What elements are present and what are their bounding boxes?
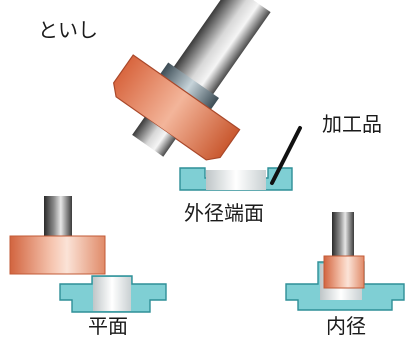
angled-grinding-wheel xyxy=(113,54,241,161)
label-outer-end-face: 外径端面 xyxy=(184,201,264,225)
label-workpiece: 加工品 xyxy=(322,112,382,136)
wheel-arbor-tip xyxy=(132,116,176,157)
flat-spindle xyxy=(44,196,72,236)
inner-spindle xyxy=(332,212,354,260)
flat-workpiece-bore xyxy=(93,277,131,311)
workpiece-leader-line xyxy=(270,126,302,185)
angled-grinding-assembly xyxy=(113,0,271,161)
wheel-flange xyxy=(160,62,219,110)
label-inner-diameter: 内径 xyxy=(326,314,366,338)
inner-grinding-setup xyxy=(285,212,405,311)
outer-end-face-workpiece xyxy=(179,167,293,191)
flat-grinding-wheel xyxy=(9,235,106,275)
label-grinding-wheel: といし xyxy=(38,18,98,42)
flat-grinding-setup xyxy=(9,196,167,313)
inner-grinding-wheel xyxy=(323,255,365,289)
label-flat-surface: 平面 xyxy=(88,314,128,338)
